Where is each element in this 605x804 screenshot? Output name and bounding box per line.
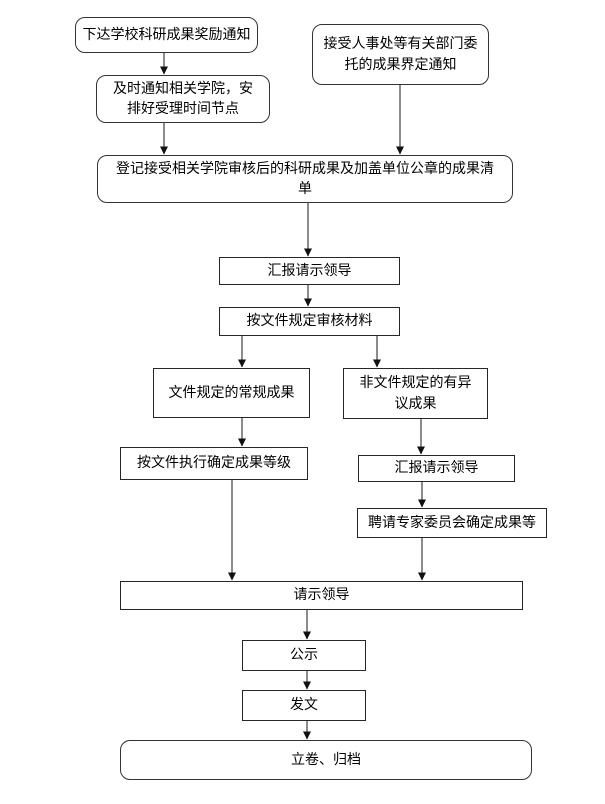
flow-node-notify-colleges: 及时通知相关学院，安排好受理时间节点 [96,75,270,123]
flow-node-label: 汇报请示领导 [394,460,479,477]
flow-node-report-to-leaders-1: 汇报请示领导 [219,257,400,285]
flow-node-determine-grade-by-policy: 按文件执行确定成果等级 [120,447,308,480]
flow-node-public-notice: 公示 [242,640,366,671]
flow-node-label: 聘请专家委员会确定成果等 [368,514,536,531]
flow-node-archive: 立卷、归档 [120,740,532,780]
flow-node-label: 文件规定的常规成果 [168,384,295,401]
flow-node-accept-delegated-notice: 接受人事处等有关部门委托的成果界定通知 [312,24,489,85]
flow-node-label: 下达学校科研成果奖励通知 [82,26,251,43]
flow-node-disputed-results: 非文件规定的有异议成果 [343,368,488,419]
flow-node-review-materials: 按文件规定审核材料 [219,307,400,336]
flow-node-issue-document: 发文 [242,690,366,721]
flow-node-request-leaders: 请示领导 [120,581,523,610]
flow-node-label: 按文件规定审核材料 [246,313,373,330]
flow-node-label: 请示领导 [293,587,350,604]
flow-node-label: 立卷、归档 [291,751,361,768]
flow-node-label: 及时通知相关学院，安排好受理时间节点 [113,80,253,117]
flow-node-label: 登记接受相关学院审核后的科研成果及加盖单位公章的成果清单 [116,160,494,197]
flow-node-label: 公示 [290,647,318,664]
flow-node-label: 发文 [290,697,318,714]
flow-node-label: 汇报请示领导 [267,262,352,279]
flow-node-label: 按文件执行确定成果等级 [137,455,291,472]
flow-node-issue-award-notice: 下达学校科研成果奖励通知 [75,17,258,53]
flow-node-label: 接受人事处等有关部门委托的成果界定通知 [323,36,478,73]
flow-node-report-to-leaders-2: 汇报请示领导 [358,455,515,482]
flow-node-expert-committee: 聘请专家委员会确定成果等 [357,508,547,538]
flow-node-label: 非文件规定的有异议成果 [359,375,472,412]
flow-node-regular-results: 文件规定的常规成果 [153,368,310,418]
flow-node-register-results: 登记接受相关学院审核后的科研成果及加盖单位公章的成果清单 [97,155,513,203]
